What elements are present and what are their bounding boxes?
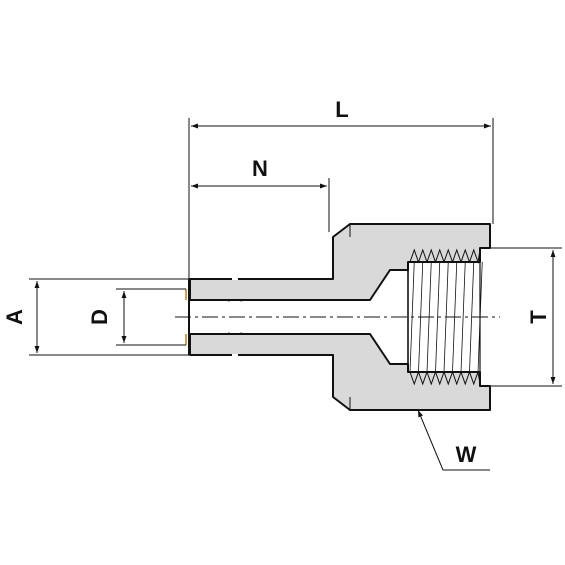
label-d: D <box>87 309 112 325</box>
label-n: N <box>252 156 268 181</box>
dimension-l: L <box>188 97 494 279</box>
dimension-t: T <box>490 247 562 387</box>
label-t: T <box>526 310 551 324</box>
leader-w: W <box>417 409 490 471</box>
label-a: A <box>2 309 27 325</box>
label-w: W <box>456 442 477 467</box>
dimension-a: A <box>2 278 189 356</box>
dimension-d: D <box>87 288 186 346</box>
body-wall-upper <box>189 223 491 301</box>
label-l: L <box>335 97 348 122</box>
dimension-n: N <box>191 156 330 232</box>
